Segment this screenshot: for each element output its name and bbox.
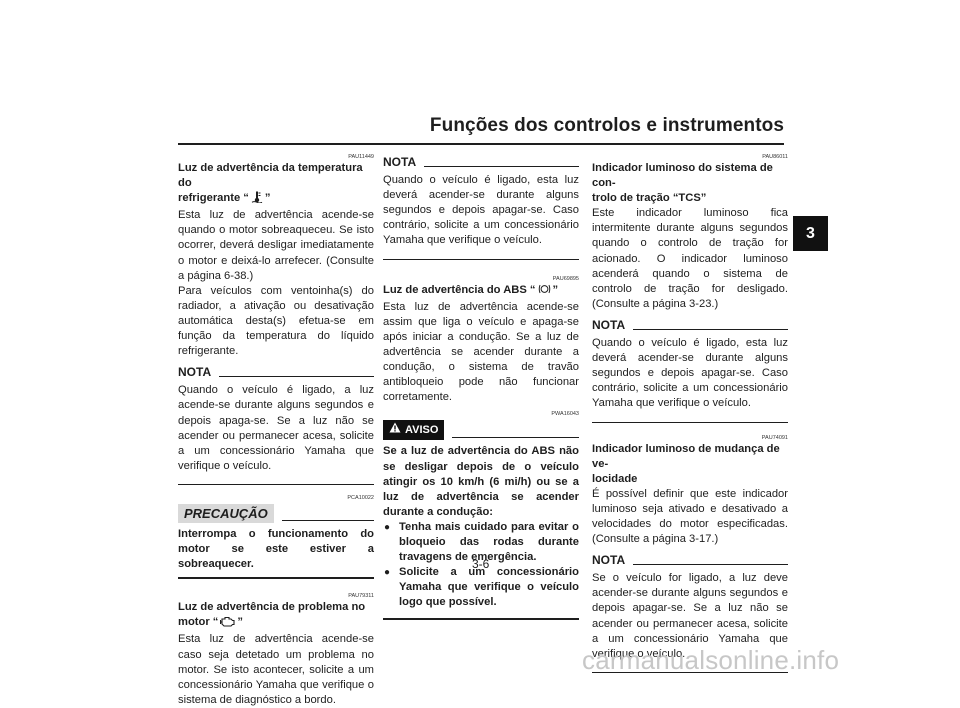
paragraph: Esta luz de advertência acende-se caso s…: [178, 633, 374, 706]
note-text: Quando o veículo é ligado, esta luz deve…: [383, 174, 579, 247]
page-header-title: Funções dos controlos e instrumentos: [429, 115, 784, 136]
engine-check-icon: [220, 615, 235, 632]
section-code: PAU74091: [761, 434, 788, 441]
coolant-temperature-icon: [251, 191, 263, 208]
note-label: NOTA: [592, 317, 626, 332]
section-code: PCA10022: [347, 494, 374, 501]
section-code: PWA16043: [551, 411, 579, 418]
note-end-rule: [178, 483, 374, 485]
column-3: PAU86011 Indicador luminoso do sistema d…: [592, 154, 788, 673]
caution-label: PRECAUÇÃO: [178, 503, 274, 523]
warning-label: AVISO: [383, 420, 445, 441]
note-text: Quando o veículo é ligado, esta luz deve…: [592, 337, 788, 410]
coolant-warning-heading: Luz de advertência da temperatura do ref…: [178, 161, 374, 208]
chapter-tab: 3: [793, 216, 828, 251]
note-block: NOTA Quando o veículo é ligado, esta luz…: [383, 155, 579, 260]
note-end-rule: [592, 671, 788, 673]
warning-bullets: Tenha mais cuidado para evitar o bloquei…: [383, 520, 579, 611]
warning-end-rule: [383, 618, 579, 621]
paragraph: Este indicador luminoso fica intermitent…: [592, 207, 788, 310]
paragraph: Para veículos com ventoinha(s) do radiad…: [178, 284, 374, 358]
shift-indicator-heading: Indicador luminoso de mudança de ve- loc…: [592, 442, 780, 485]
caution-header: PRECAUÇÃO: [178, 503, 374, 523]
caution-end-rule: [178, 577, 374, 580]
note-label: NOTA: [592, 553, 626, 568]
abs-warning-heading: Luz de advertência do ABS “”: [383, 283, 579, 300]
warning-text: Se a luz de advertência do ABS não se de…: [383, 445, 579, 518]
paragraph: Esta luz de advertência acende-se assim …: [383, 300, 579, 404]
watermark: carmanualsonline.info: [582, 645, 840, 675]
note-label: NOTA: [383, 155, 417, 169]
note-block: NOTA Quando o veículo é ligado, a luz ac…: [178, 365, 374, 485]
paragraph: Esta luz de advertência acende-se quando…: [178, 209, 374, 282]
warning-triangle-icon: [389, 422, 401, 438]
note-end-rule: [592, 421, 788, 423]
note-block: NOTA Se o veículo for ligado, a luz deve…: [592, 553, 788, 673]
note-text: Quando o veículo é ligado, a luz acende-…: [178, 384, 374, 472]
section-code: PAU86011: [762, 154, 788, 160]
note-end-rule: [383, 258, 579, 260]
section-code: PAU69895: [552, 275, 579, 282]
list-item: Solicite a um concessionário Yamaha que …: [383, 565, 579, 610]
header-rule: [178, 143, 784, 145]
caution-text: Interrompa o funcionamento do motor se e…: [178, 527, 374, 571]
column-1: PAU11449 Luz de advertência da temperatu…: [178, 154, 374, 708]
warning-header: AVISO: [383, 420, 579, 441]
note-text: Se o veículo for ligado, a luz deve acen…: [592, 572, 788, 660]
note-label: NOTA: [178, 365, 212, 380]
tcs-indicator-heading: Indicador luminoso do sistema de con- tr…: [592, 162, 773, 205]
column-2: NOTA Quando o veículo é ligado, esta luz…: [383, 154, 579, 621]
section-code: PAU11449: [348, 154, 374, 160]
list-item: Tenha mais cuidado para evitar o bloquei…: [383, 520, 579, 565]
page-number: 3-6: [472, 557, 490, 571]
paragraph: É possível definir que este indicador lu…: [592, 487, 788, 546]
section-code: PAU79311: [348, 593, 374, 600]
engine-trouble-heading: Luz de advertência de problema no motor …: [178, 600, 374, 632]
abs-icon: [538, 283, 551, 300]
note-block: NOTA Quando o veículo é ligado, esta luz…: [592, 318, 788, 423]
